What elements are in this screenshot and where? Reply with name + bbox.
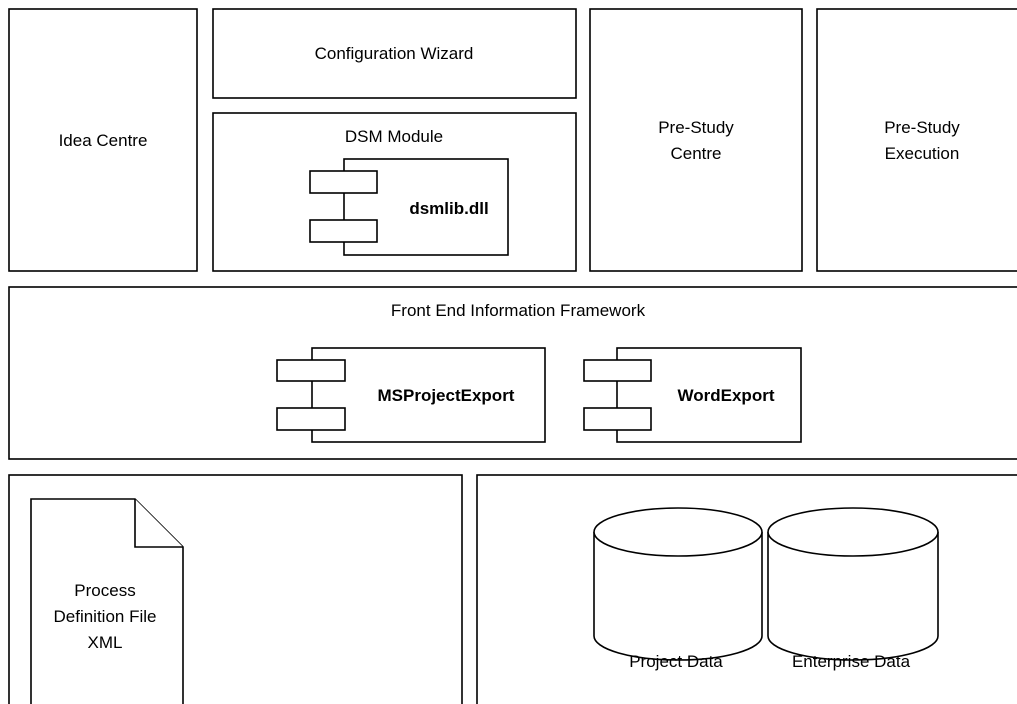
document-folded-corner — [134, 499, 183, 548]
word-export-component-tab-bottom — [583, 407, 652, 431]
configuration-wizard-box — [212, 8, 577, 99]
msproject-export-component-body — [311, 347, 546, 443]
dsm-module-label: DSM Module — [345, 127, 443, 146]
project-data-label: Project Data — [629, 652, 723, 671]
enterprise-data-label: Enterprise Data — [792, 652, 911, 671]
pre-study-execution-line-2: Execution — [885, 144, 960, 163]
process-definition-line-2: Definition File — [54, 607, 157, 626]
idea-centre-label: Idea Centre — [59, 131, 148, 150]
word-export-label: WordExport — [678, 386, 775, 405]
dsmlib-component: dsmlib.dll — [309, 158, 509, 256]
dsmlib-label: dsmlib.dll — [409, 199, 488, 218]
configuration-wizard-label: Configuration Wizard — [315, 44, 474, 63]
pre-study-centre-line-2: Centre — [670, 144, 721, 163]
idea-centre-box — [8, 8, 198, 272]
msproject-export-component: MSProjectExport — [276, 347, 546, 443]
pre-study-execution-box — [816, 8, 1017, 272]
enterprise-data-database-icon — [767, 507, 939, 661]
pre-study-centre-box — [589, 8, 803, 272]
enterprise-data-cylinder-top — [767, 507, 939, 557]
process-definition-line-3: XML — [88, 633, 123, 652]
dsmlib-component-tab-bottom — [309, 219, 378, 243]
dsmlib-component-tab-top — [309, 170, 378, 194]
msproject-export-component-tab-top — [276, 359, 346, 382]
process-definition-line-1: Process — [74, 581, 135, 600]
front-end-framework-label: Front End Information Framework — [391, 301, 646, 320]
pre-study-execution-line-1: Pre-Study — [884, 118, 960, 137]
enterprise-data-cylinder-body — [767, 532, 939, 661]
document-sheet — [30, 498, 184, 704]
msproject-export-component-tab-bottom — [276, 407, 346, 431]
project-data-cylinder-top — [593, 507, 763, 557]
project-data-database-icon — [593, 507, 763, 661]
pre-study-centre-line-1: Pre-Study — [658, 118, 734, 137]
project-data-cylinder-body — [593, 532, 763, 661]
document-icon — [30, 498, 184, 704]
word-export-component-tab-top — [583, 359, 652, 382]
msproject-export-label: MSProjectExport — [378, 386, 515, 405]
word-export-component: WordExport — [583, 347, 802, 443]
